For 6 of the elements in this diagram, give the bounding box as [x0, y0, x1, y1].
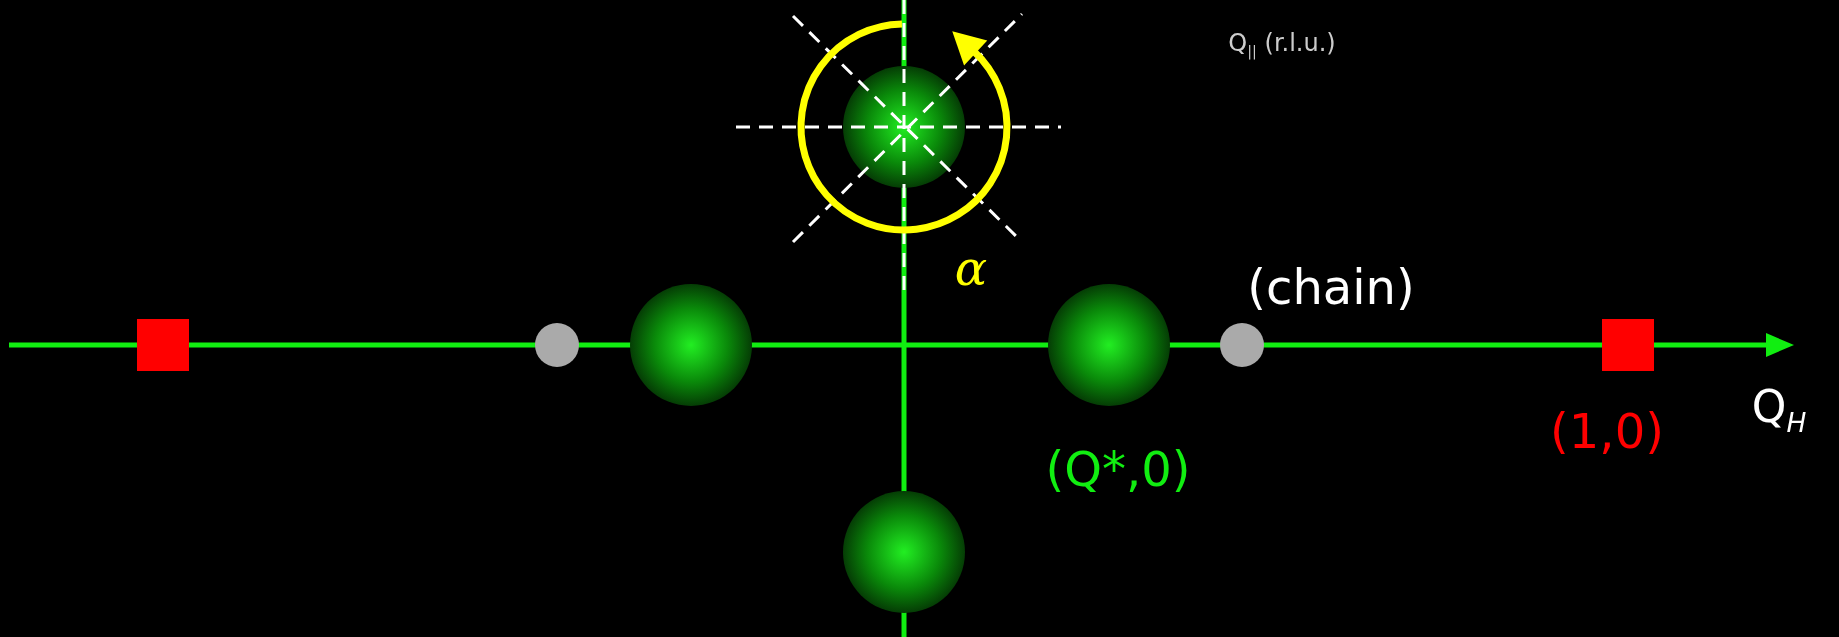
angle-label: α [954, 241, 988, 295]
point-label: (chain) [1247, 260, 1415, 314]
axis-label: Q$_{H}$ [1751, 383, 1807, 437]
axis-label: Q$_{||}$ (r.l.u.) [1228, 29, 1336, 61]
point-label: (Q*,0) [1045, 442, 1191, 496]
point-label: (1,0) [1550, 404, 1664, 458]
